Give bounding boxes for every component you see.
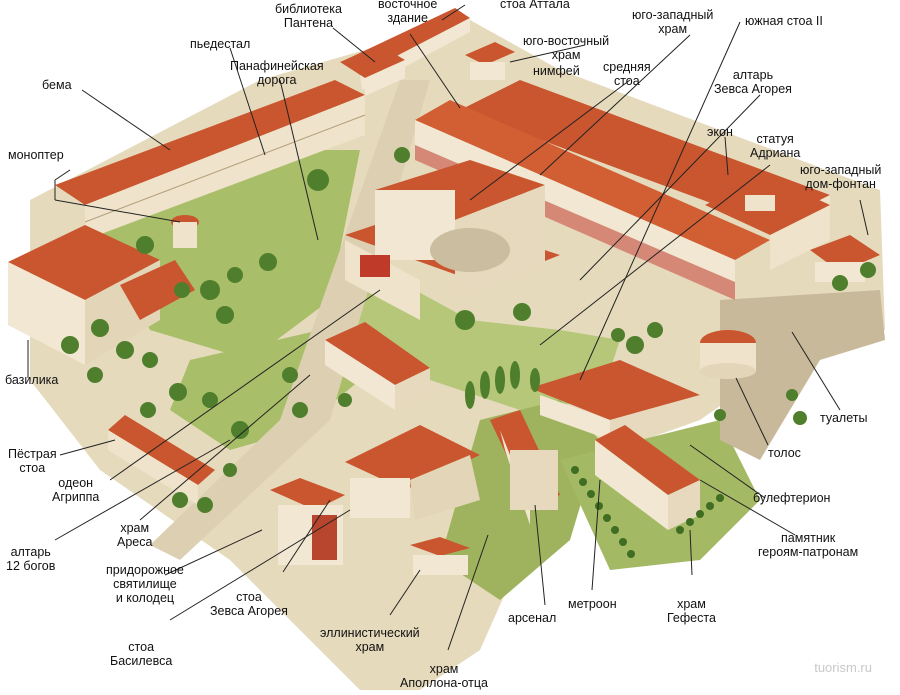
arsenal-building — [490, 410, 560, 525]
label-nimfey: нимфей — [533, 64, 580, 78]
label-pamyatnik: памятник героям-патронам — [758, 531, 859, 559]
label-vostochnoe: восточное здание — [378, 0, 438, 25]
label-srednyaya-stoa: средняя стоа — [603, 60, 651, 88]
label-yugozap-dom: юго-западный дом-фонтан — [800, 163, 882, 191]
label-hram-gefesta: храм Гефеста — [667, 597, 716, 625]
trees — [61, 147, 876, 513]
label-pedestal: пьедестал — [190, 37, 251, 51]
stoa-zevsa-building — [270, 425, 480, 565]
label-yugozap-hram: юго-западный храм — [632, 8, 714, 36]
pestraya-stoa-building — [108, 415, 215, 505]
hram-gefesta-building — [595, 425, 700, 530]
label-stoa-zevsa: стоа Зевса Агорея — [210, 590, 288, 618]
label-odeon: одеон Агриппа — [52, 476, 100, 504]
tree-rows-gefest — [571, 466, 724, 558]
label-monopter: монoптер — [8, 148, 64, 162]
biblioteka-building — [340, 45, 405, 96]
label-hram-aresa: храм Ареса — [117, 521, 153, 549]
label-ekon: экон — [707, 125, 733, 139]
label-bema: бема — [42, 78, 72, 92]
label-buleft: булефтерион — [753, 491, 831, 505]
leader-lines — [27, 4, 869, 651]
label-altar-zevsa-agoreya: алтарь Зевса Агорея — [714, 68, 792, 96]
label-stoa-attala: стоа Аттала — [500, 0, 570, 11]
tolos-building — [700, 330, 756, 379]
label-ellinist: эллинистический храм — [320, 626, 420, 654]
label-tualety: туалеты — [820, 411, 868, 425]
label-pridorozh: придорожное святилище и колодец — [106, 563, 184, 605]
ellinist-hram-building — [410, 537, 470, 575]
label-pestraya: Пёстрая стоа — [8, 447, 57, 475]
ekon-building — [705, 175, 880, 282]
label-altar12: алтарь 12 богов — [6, 545, 56, 573]
metroon-building — [530, 360, 700, 440]
label-hram-apollona: храм Аполлона-отца — [400, 662, 488, 690]
label-tolos: толос — [768, 446, 801, 460]
label-biblioteka: библиотека Пантена — [275, 2, 342, 30]
label-yuzhnaya-stoa: южная стоа II — [745, 14, 823, 28]
label-panaf-doroga: Панафинейская дорога — [230, 59, 324, 87]
label-metroon: метроон — [568, 597, 617, 611]
label-yugovost-hram: юго-восточный храм — [523, 34, 610, 62]
watermark: tuorism.ru — [814, 660, 872, 675]
monopter-building — [171, 215, 199, 248]
hram-aresa-building — [325, 322, 430, 410]
label-arsenal: арсенал — [508, 611, 557, 625]
label-stoa-basil: стоа Басилевса — [110, 640, 173, 668]
label-bazilika: базилика — [5, 373, 59, 387]
label-statuya: статуя Адриана — [750, 132, 801, 160]
odeon-building — [345, 160, 560, 320]
yugovost-hram-building — [465, 42, 515, 80]
